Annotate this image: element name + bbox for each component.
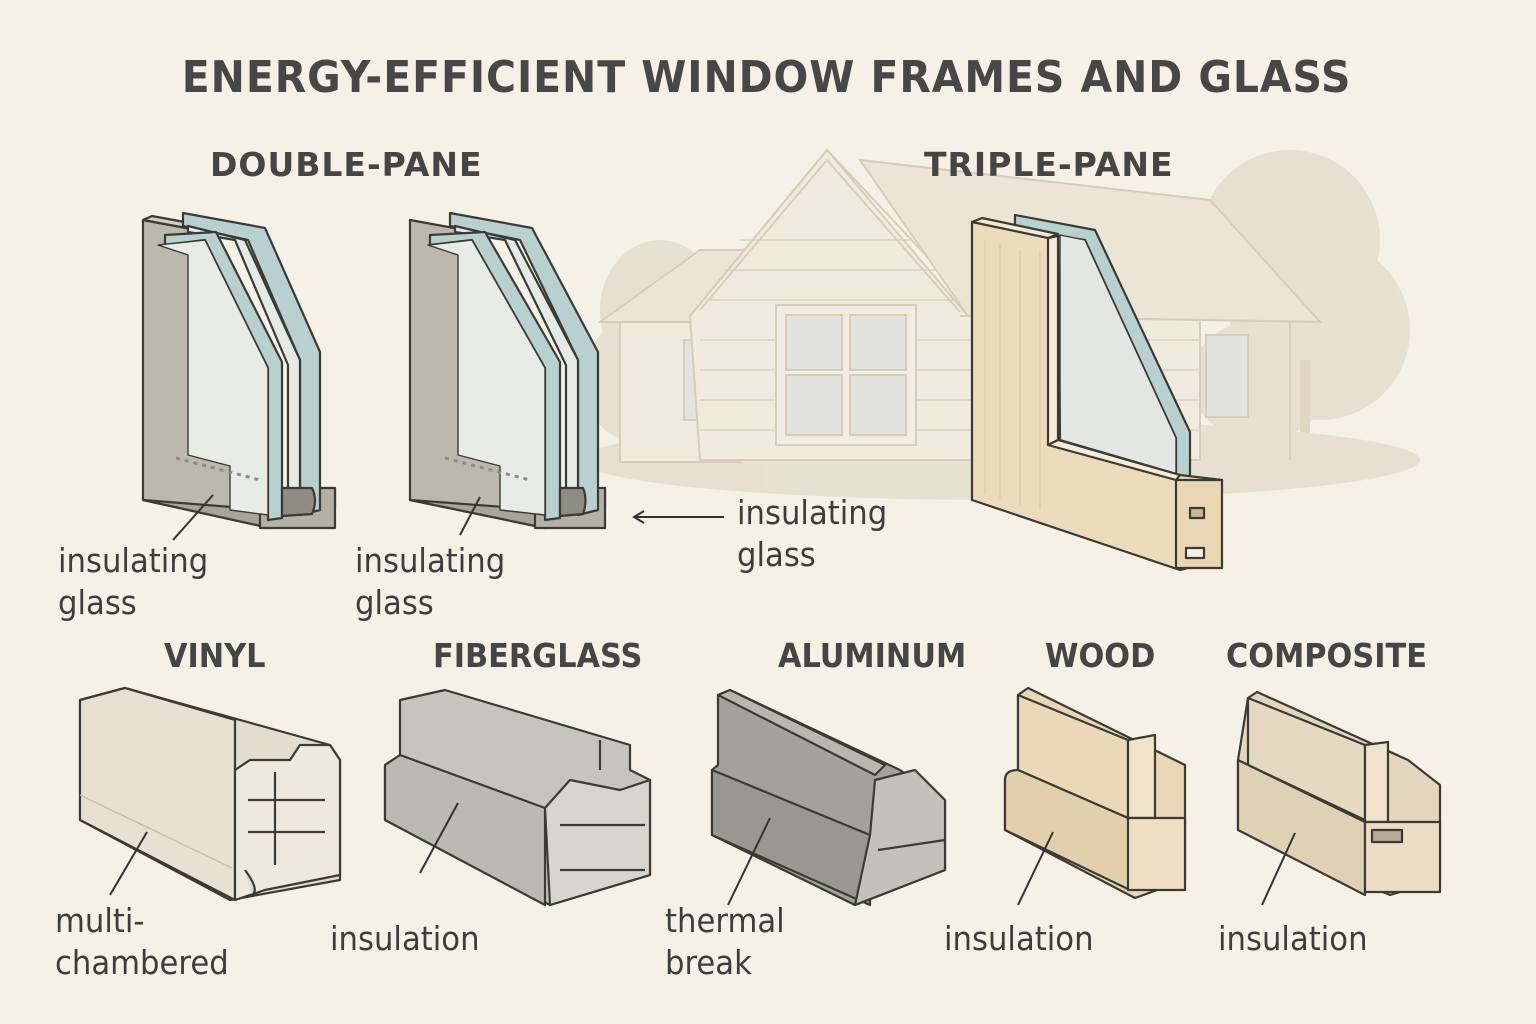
vinyl-label: multi- chambered (55, 901, 229, 982)
fiberglass-frame-illustration (383, 688, 652, 907)
double-pane-2-label: insulating glass (355, 541, 506, 622)
aluminum-label: thermal break (665, 901, 785, 982)
frame-heading-wood: WOOD (1045, 636, 1156, 675)
wood-frame-illustration (1003, 686, 1187, 906)
double-pane-window-illustration-1 (141, 211, 337, 541)
triple-pane-callout-label: insulating glass (737, 493, 888, 574)
double-pane-window-illustration-2 (408, 211, 607, 536)
aluminum-frame-illustration (710, 688, 947, 907)
triple-pane-heading: TRIPLE-PANE (924, 145, 1174, 184)
fiberglass-label: insulation (330, 919, 480, 958)
vinyl-frame-illustration (78, 686, 342, 902)
double-pane-1-label: insulating glass (58, 541, 209, 622)
double-pane-heading: DOUBLE-PANE (210, 145, 483, 184)
frame-heading-composite: COMPOSITE (1226, 636, 1427, 675)
frame-heading-fiberglass: FIBERGLASS (433, 636, 643, 675)
frame-heading-vinyl: VINYL (164, 636, 266, 675)
frame-heading-aluminum: ALUMINUM (778, 636, 967, 675)
composite-label: insulation (1218, 919, 1368, 958)
wood-label: insulation (944, 919, 1094, 958)
page-title: ENERGY-EFFICIENT WINDOW FRAMES AND GLASS (181, 52, 1352, 103)
triple-pane-window-illustration (970, 213, 1224, 572)
composite-frame-illustration (1236, 690, 1442, 906)
arrow-left-icon (632, 510, 724, 524)
